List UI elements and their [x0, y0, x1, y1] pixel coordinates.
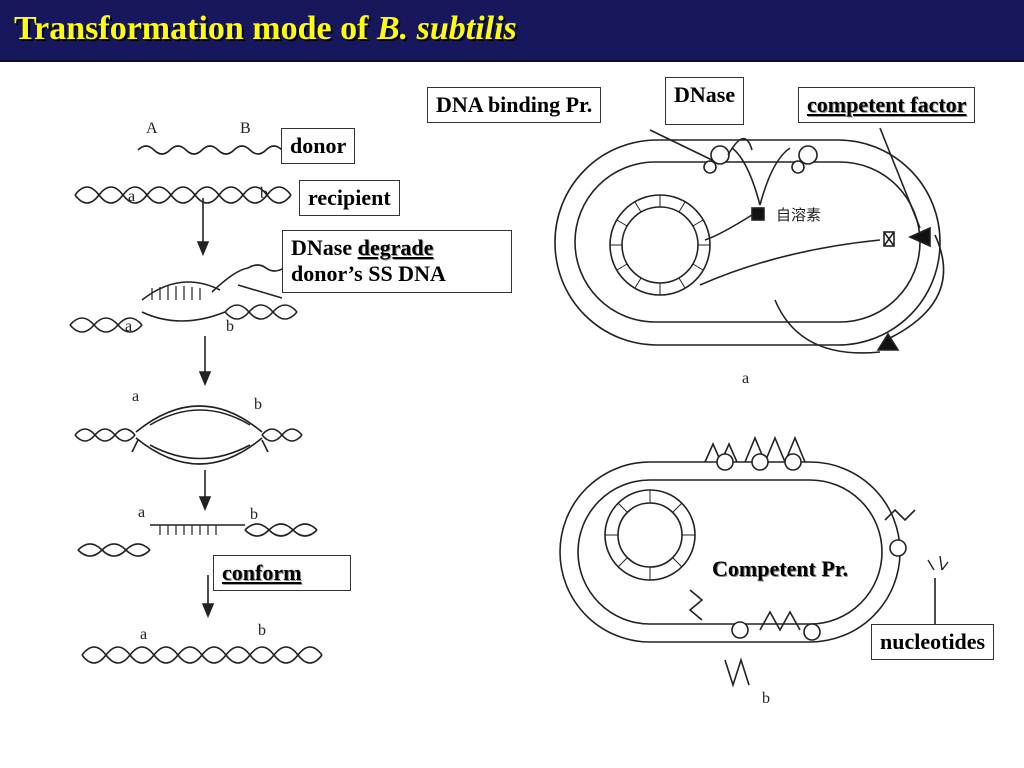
letter-A: A: [146, 120, 158, 137]
label-dnase-degrade: DNase degrade donor’s SS DNA: [282, 230, 512, 293]
dnase-degrade-prefix: DNase: [291, 235, 358, 260]
conform-word: conform: [222, 560, 302, 585]
letter-b-2: b: [226, 318, 234, 335]
label-conform: conform: [213, 555, 351, 592]
title-bar: Transformation mode of B. subtilis: [0, 0, 1024, 62]
letter-B: B: [240, 120, 251, 137]
label-dna-binding: DNA binding Pr.: [427, 87, 602, 124]
letter-a-1: a: [128, 188, 136, 205]
panel-a-letter: a: [742, 370, 750, 387]
letter-a-4: a: [138, 504, 146, 521]
donor-strand: [137, 145, 299, 155]
letter-b-1: b: [260, 185, 268, 202]
nucleoid-a-outer: [609, 194, 711, 296]
letter-b-5: b: [258, 622, 266, 639]
cell-b-outer: [559, 461, 901, 643]
transformation-figure: [69, 127, 949, 688]
label-dnase: DNase: [665, 77, 745, 125]
slide-title: Transformation mode of B. subtilis: [14, 10, 517, 47]
letter-b-3: b: [254, 396, 262, 413]
letter-a-5: a: [140, 626, 148, 643]
recipient-helix-1a: [74, 186, 292, 204]
letter-a-3: a: [132, 388, 140, 405]
label-competent-factor: competent factor: [798, 87, 976, 124]
label-donor: donor: [281, 128, 356, 165]
recipient-helix-1b: [74, 186, 292, 204]
dnase-degrade-line2: donor’s SS DNA: [291, 261, 446, 287]
panel-b-letter: b: [762, 690, 770, 707]
label-recipient: recipient: [299, 180, 400, 217]
letter-b-4: b: [250, 506, 258, 523]
degrade-word: degrade: [357, 235, 434, 260]
autolysin-text: 自溶素: [776, 206, 822, 224]
competent-factor-word: competent factor: [807, 92, 967, 117]
letter-a-2: a: [125, 318, 133, 335]
label-competent-pr: Competent Pr.: [712, 556, 849, 581]
label-nucleotides: nucleotides: [871, 624, 995, 661]
